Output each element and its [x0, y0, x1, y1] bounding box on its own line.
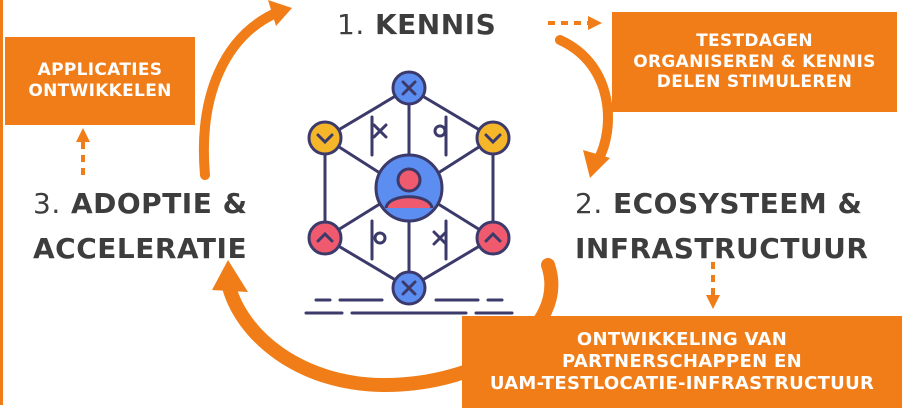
node-right-red-icon — [475, 220, 511, 256]
step-kennis-number: 1. — [337, 8, 365, 41]
step-ecosysteem-line-2: INFRASTRUCTUUR — [575, 232, 869, 265]
box-left-line-1: APPLICATIES — [37, 60, 163, 81]
box-right-line-3: DELEN STIMULEREN — [656, 72, 853, 93]
step-adoptie-line-1: ADOPTIE & — [70, 187, 248, 220]
cycle-arrow-bottom-head-icon — [212, 260, 248, 292]
node-left-red-icon — [307, 220, 343, 256]
node-top-blue-icon — [391, 70, 427, 106]
cycle-arrow-top-left-head-icon — [268, 0, 292, 26]
box-bottom-line-1: ONTWIKKELING VAN — [576, 329, 788, 351]
cycle-arrow-top-right-head-icon — [583, 150, 610, 178]
dashed-arrow-down-head-icon — [706, 295, 720, 309]
step-kennis-title: KENNIS — [374, 8, 497, 41]
step-ecosysteem: 2. ECOSYSTEEM & INFRASTRUCTUUR — [575, 181, 868, 271]
cycle-arrow-top-right-icon — [555, 35, 613, 165]
box-bottom-line-3: UAM-TESTLOCATIE-INFRASTRUCTUUR — [489, 372, 875, 394]
step-adoptie: 3. ADOPTIE & ACCELERATIE — [33, 181, 248, 271]
box-left-line-2: ONTWIKKELEN — [28, 81, 172, 101]
step-ecosysteem-line-1: ECOSYSTEEM & — [612, 187, 863, 220]
box-right-line-1: TESTDAGEN — [696, 30, 813, 51]
box-bottom-line-2: PARTNERSCHAPPEN EN — [562, 351, 802, 373]
base-lines-icon — [304, 298, 514, 315]
node-left-yellow-icon — [307, 120, 343, 156]
box-right-line-2: ORGANISEREN & KENNIS — [633, 51, 876, 72]
box-testdagen: TESTDAGEN ORGANISEREN & KENNIS DELEN STI… — [612, 12, 897, 112]
box-partnerschappen: ONTWIKKELING VAN PARTNERSCHAPPEN EN UAM-… — [462, 316, 902, 408]
step-adoptie-number: 3. — [33, 187, 61, 220]
node-right-yellow-icon — [475, 120, 511, 156]
node-bottom-blue-icon — [391, 270, 427, 306]
dashed-arrow-left-head-icon — [76, 128, 90, 142]
step-kennis: 1. KENNIS — [337, 8, 496, 41]
dashed-arrow-right-head-icon — [588, 16, 602, 30]
network-marks — [372, 123, 448, 246]
cycle-arrow-top-left-icon — [198, 7, 283, 180]
user-node-icon — [374, 153, 444, 223]
step-ecosysteem-number: 2. — [575, 187, 603, 220]
box-applicaties-ontwikkelen: APPLICATIES ONTWIKKELEN — [5, 37, 195, 125]
step-adoptie-line-2: ACCELERATIE — [33, 232, 248, 265]
